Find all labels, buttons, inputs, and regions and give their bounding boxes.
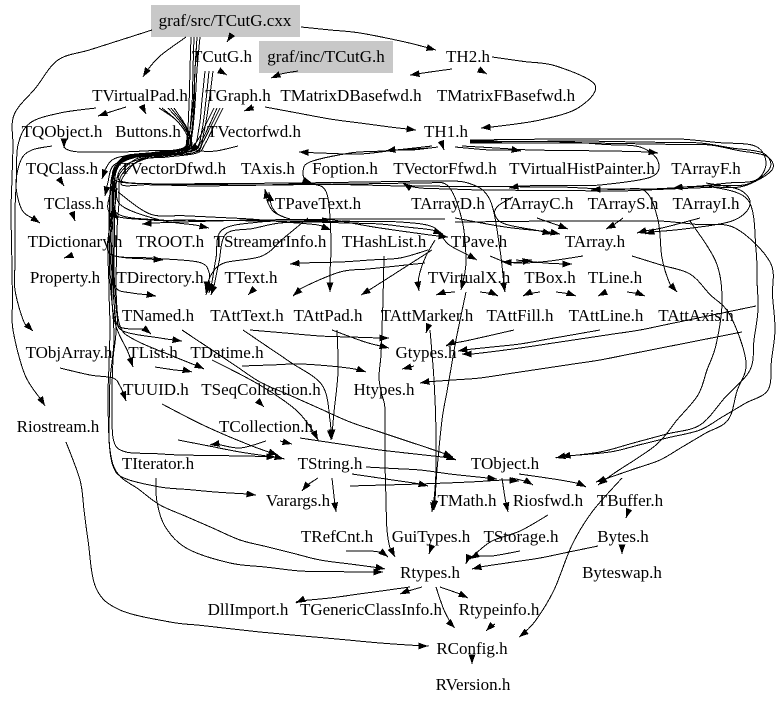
svg-text:Bytes.h: Bytes.h <box>597 527 649 546</box>
svg-text:TNamed.h: TNamed.h <box>122 306 195 325</box>
svg-text:TVirtualPad.h: TVirtualPad.h <box>92 86 188 105</box>
svg-text:TStorage.h: TStorage.h <box>483 527 559 546</box>
svg-text:TArrayI.h: TArrayI.h <box>672 194 740 213</box>
svg-text:TLine.h: TLine.h <box>588 268 643 287</box>
svg-text:TGenericClassInfo.h: TGenericClassInfo.h <box>300 600 443 619</box>
svg-text:TList.h: TList.h <box>128 343 178 362</box>
svg-text:TCollection.h: TCollection.h <box>219 417 313 436</box>
svg-text:TQClass.h: TQClass.h <box>26 159 99 178</box>
svg-text:TAttText.h: TAttText.h <box>210 306 284 325</box>
svg-text:TStreamerInfo.h: TStreamerInfo.h <box>214 232 327 251</box>
svg-text:Byteswap.h: Byteswap.h <box>582 563 662 582</box>
svg-text:TAttAxis.h: TAttAxis.h <box>658 306 734 325</box>
svg-text:TArrayC.h: TArrayC.h <box>501 194 574 213</box>
svg-text:TArrayS.h: TArrayS.h <box>588 194 659 213</box>
svg-text:TVectorFfwd.h: TVectorFfwd.h <box>393 159 497 178</box>
svg-text:TObjArray.h: TObjArray.h <box>26 343 113 362</box>
svg-text:TRefCnt.h: TRefCnt.h <box>301 527 374 546</box>
svg-text:THashList.h: THashList.h <box>342 232 427 251</box>
svg-text:TText.h: TText.h <box>224 268 278 287</box>
svg-text:Gtypes.h: Gtypes.h <box>396 343 457 362</box>
svg-text:TVirtualX.h: TVirtualX.h <box>428 268 511 287</box>
svg-text:TArray.h: TArray.h <box>565 232 626 251</box>
svg-text:TObject.h: TObject.h <box>471 454 540 473</box>
svg-text:TDictionary.h: TDictionary.h <box>28 232 123 251</box>
svg-text:TBuffer.h: TBuffer.h <box>597 491 664 510</box>
svg-text:TAttLine.h: TAttLine.h <box>569 306 644 325</box>
svg-text:TPaveText.h: TPaveText.h <box>275 194 362 213</box>
svg-text:TAxis.h: TAxis.h <box>241 159 295 178</box>
svg-text:Rtypeinfo.h: Rtypeinfo.h <box>459 600 540 619</box>
svg-text:RConfig.h: RConfig.h <box>436 639 508 658</box>
svg-text:TMatrixDBasefwd.h: TMatrixDBasefwd.h <box>280 86 422 105</box>
svg-text:Htypes.h: Htypes.h <box>354 380 415 399</box>
svg-text:TAttMarker.h: TAttMarker.h <box>381 306 474 325</box>
svg-text:TIterator.h: TIterator.h <box>122 454 195 473</box>
svg-text:TVirtualHistPainter.h: TVirtualHistPainter.h <box>509 159 655 178</box>
svg-text:DllImport.h: DllImport.h <box>208 600 289 619</box>
svg-text:TQObject.h: TQObject.h <box>22 122 103 141</box>
svg-text:Property.h: Property.h <box>30 268 101 287</box>
svg-text:TH1.h: TH1.h <box>424 122 468 141</box>
svg-text:TAttPad.h: TAttPad.h <box>294 306 363 325</box>
svg-text:TROOT.h: TROOT.h <box>136 232 205 251</box>
svg-text:TMath.h: TMath.h <box>437 491 497 510</box>
svg-text:TVectorfwd.h: TVectorfwd.h <box>207 122 301 141</box>
svg-text:TMatrixFBasefwd.h: TMatrixFBasefwd.h <box>437 86 576 105</box>
svg-text:TDatime.h: TDatime.h <box>190 343 264 362</box>
svg-text:TGraph.h: TGraph.h <box>205 86 271 105</box>
svg-text:TSeqCollection.h: TSeqCollection.h <box>201 380 321 399</box>
svg-text:GuiTypes.h: GuiTypes.h <box>392 527 471 546</box>
svg-text:TBox.h: TBox.h <box>524 268 576 287</box>
svg-text:TVectorDfwd.h: TVectorDfwd.h <box>120 159 227 178</box>
svg-text:Varargs.h: Varargs.h <box>266 491 331 510</box>
svg-text:TUUID.h: TUUID.h <box>123 380 189 399</box>
svg-text:TDirectory.h: TDirectory.h <box>116 268 204 287</box>
svg-text:TString.h: TString.h <box>298 454 363 473</box>
svg-text:TArrayF.h: TArrayF.h <box>671 159 741 178</box>
svg-text:TArrayD.h: TArrayD.h <box>411 194 485 213</box>
svg-text:RVersion.h: RVersion.h <box>436 675 511 694</box>
svg-text:Riosfwd.h: Riosfwd.h <box>513 491 584 510</box>
svg-text:graf/inc/TCutG.h: graf/inc/TCutG.h <box>267 47 385 66</box>
svg-text:Riostream.h: Riostream.h <box>17 417 100 436</box>
svg-text:Foption.h: Foption.h <box>312 159 378 178</box>
svg-text:TAttFill.h: TAttFill.h <box>486 306 554 325</box>
svg-text:Rtypes.h: Rtypes.h <box>400 563 460 582</box>
svg-text:graf/src/TCutG.cxx: graf/src/TCutG.cxx <box>159 11 292 30</box>
svg-text:TClass.h: TClass.h <box>44 194 104 213</box>
svg-text:TH2.h: TH2.h <box>446 47 490 66</box>
svg-text:TPave.h: TPave.h <box>451 232 508 251</box>
svg-text:Buttons.h: Buttons.h <box>115 122 181 141</box>
svg-text:TCutG.h: TCutG.h <box>192 47 252 66</box>
